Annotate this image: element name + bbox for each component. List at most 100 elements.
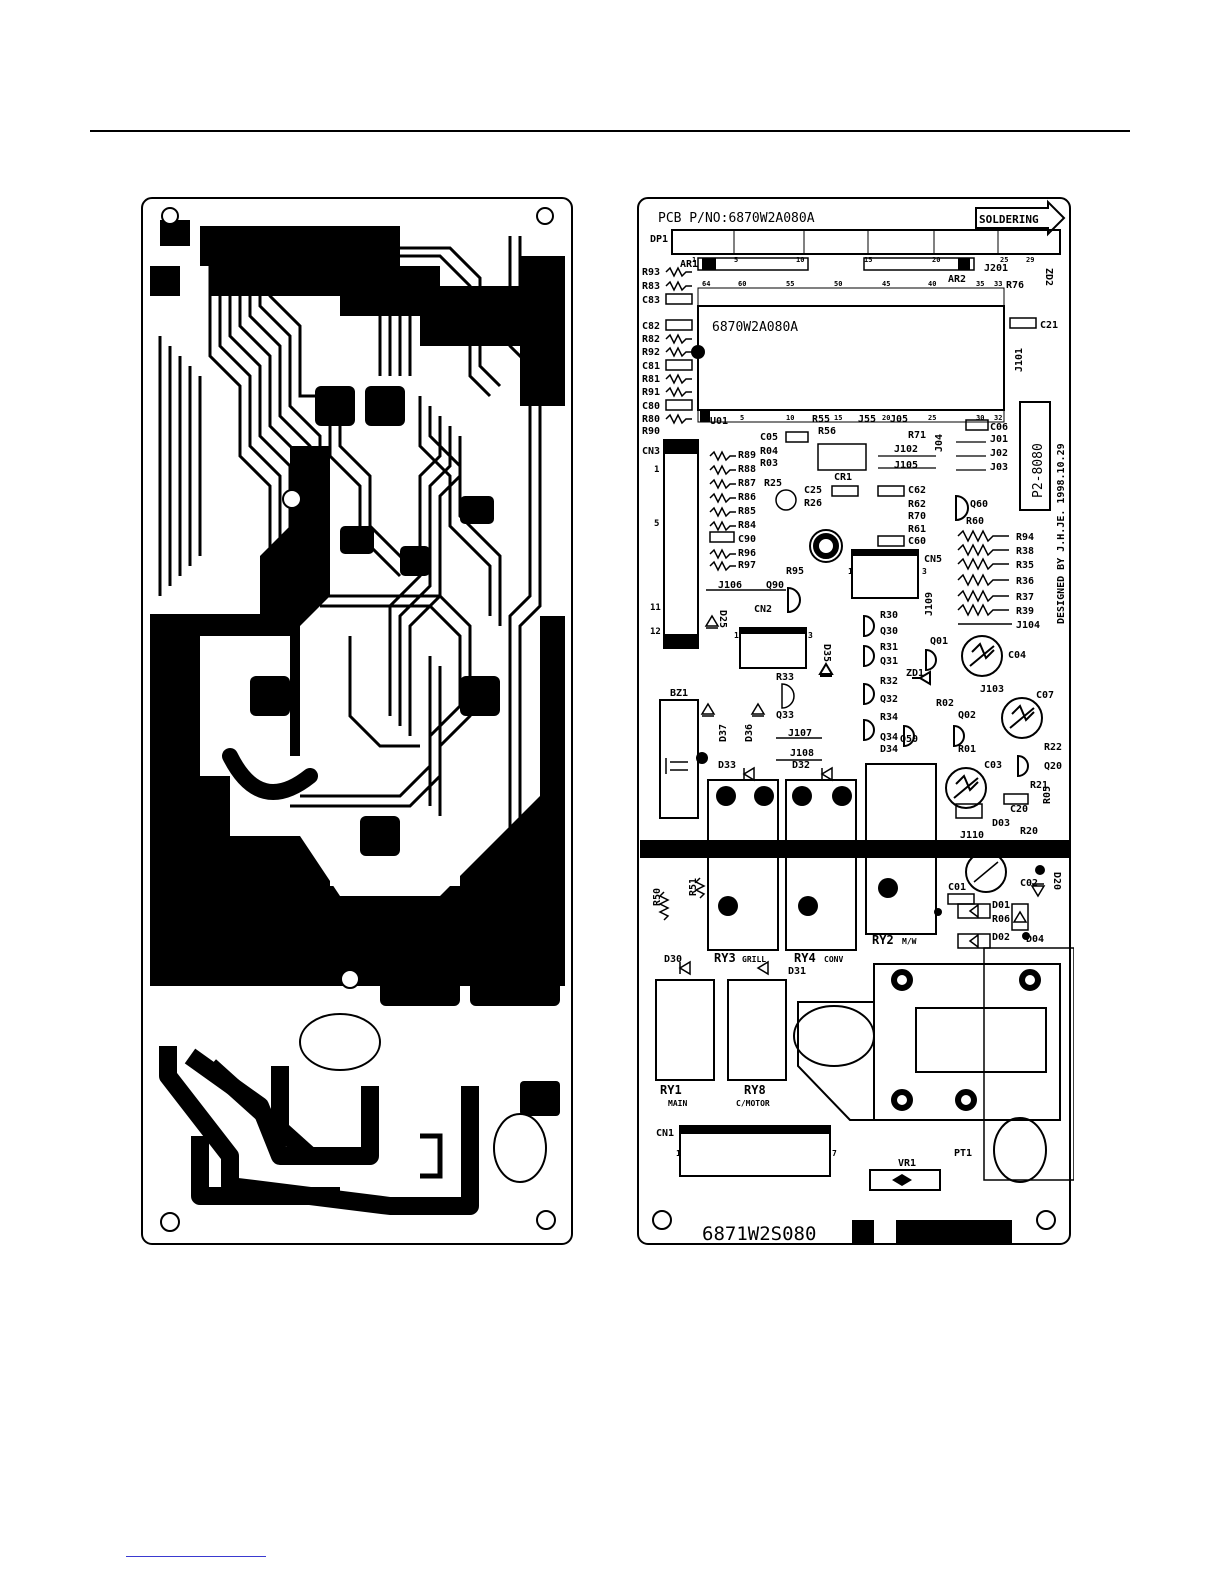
cn5-pin-3: 3: [922, 567, 927, 576]
r89-label: R89: [738, 450, 756, 461]
c83-label: C83: [642, 295, 660, 306]
dp1-label: DP1: [650, 234, 668, 245]
d04-label: D04: [1026, 934, 1044, 945]
chip-pin-bottom-5: 20: [882, 414, 890, 422]
pcb-component-side: PCB P/NO:6870W2A080A SOLDERING DP1 AR1 A…: [636, 196, 1074, 1248]
chip-label: 6870W2A080A: [712, 320, 798, 335]
footer-link-rule: [126, 1556, 266, 1557]
j110-label: J110: [960, 830, 984, 841]
chip-pin-bottom-7: 30: [976, 414, 984, 422]
dp-pin-10: 10: [796, 256, 804, 264]
r85-label: R85: [738, 506, 756, 517]
d25-label: D25: [717, 610, 728, 628]
cn2-pin-1: 1: [734, 631, 739, 640]
r93-label: R93: [642, 267, 660, 278]
r05-label: R05: [1042, 786, 1053, 804]
r61-label: R61: [908, 524, 926, 535]
chip-pin-bottom-8: 32: [994, 414, 1002, 422]
dp-pin-25: 25: [1000, 256, 1008, 264]
c02-label: C02: [1020, 878, 1038, 889]
cn3-pin-12: 12: [650, 627, 661, 637]
q31-label: Q31: [880, 656, 898, 667]
r31-label: R31: [880, 642, 898, 653]
c03-label: C03: [984, 760, 1002, 771]
cn3-label: CN3: [642, 446, 660, 457]
chip-pin-bottom-2: 5: [740, 414, 744, 422]
j107-label: J107: [788, 728, 812, 739]
r02-label: R02: [936, 698, 954, 709]
r94-label: R94: [1016, 532, 1034, 543]
j04-label: J04: [934, 434, 945, 452]
bottom-code-label: 6871W2S080: [702, 1223, 816, 1245]
r25-label: R25: [764, 478, 782, 489]
designed-by-label: DESIGNED BY J.H.JE. 1998.10.29: [1056, 443, 1067, 624]
ry4-label: RY4: [794, 951, 816, 965]
q34-label: Q34: [880, 732, 898, 743]
cn5-pin-1: 1: [848, 567, 853, 576]
cn3-pin-11: 11: [650, 603, 661, 613]
r36-label: R36: [1016, 576, 1034, 587]
conv-label: CONV: [824, 955, 843, 964]
dp-pin-1: 1: [692, 256, 696, 264]
q02-label: Q02: [958, 710, 976, 721]
cr1-label: CR1: [834, 472, 852, 483]
j103-label: J103: [980, 684, 1004, 695]
c01-label: C01: [948, 882, 966, 893]
q33-label: Q33: [776, 710, 794, 721]
chip-pin-bottom-4: 15: [834, 414, 842, 422]
q60-label: Q60: [970, 499, 988, 510]
r88-label: R88: [738, 464, 756, 475]
pt1-label: PT1: [954, 1148, 972, 1159]
chip-pin-top-3: 55: [786, 280, 794, 288]
j108-label: J108: [790, 748, 814, 759]
r60-label: R60: [966, 516, 984, 527]
chip-pin-top-2: 60: [738, 280, 746, 288]
c60-label: C60: [908, 536, 926, 547]
c90-label: C90: [738, 534, 756, 545]
q90-label: Q90: [766, 580, 784, 591]
j104-label: J104: [1016, 620, 1040, 631]
r97-label: R97: [738, 560, 756, 571]
r03-label: R03: [760, 458, 778, 469]
j105-label: J105: [894, 460, 918, 471]
c05-label: C05: [760, 432, 778, 443]
j02-label: J02: [990, 448, 1008, 459]
q32-label: Q32: [880, 694, 898, 705]
main-label: MAIN: [668, 1099, 687, 1108]
r33-label: R33: [776, 672, 794, 683]
d36-label: D36: [744, 724, 755, 742]
r35-label: R35: [1016, 560, 1034, 571]
r01-label: R01: [958, 744, 976, 755]
chip-pin-top-1: 64: [702, 280, 710, 288]
r96-label: R96: [738, 548, 756, 559]
r90-label: R90: [642, 426, 660, 437]
model-code-label: P2-8080: [1031, 443, 1046, 498]
vr1-label: VR1: [898, 1158, 916, 1169]
c07-label: C07: [1036, 690, 1054, 701]
dp-pin-20: 20: [932, 256, 940, 264]
r39-label: R39: [1016, 606, 1034, 617]
ry3-label: RY3: [714, 951, 736, 965]
d34-label: D34: [880, 744, 898, 755]
ry8-label: RY8: [744, 1083, 766, 1097]
d35-label: D35: [821, 644, 832, 662]
cn1-label: CN1: [656, 1128, 674, 1139]
model-code-box: P2-8080: [1019, 401, 1051, 511]
cn2-pin-3: 3: [808, 631, 813, 640]
j201-label: J201: [984, 263, 1008, 274]
r04-label: R04: [760, 446, 778, 457]
r21-label: R21: [1030, 780, 1048, 791]
dp-pin-5: 5: [734, 256, 738, 264]
d37-label: D37: [718, 724, 729, 742]
header-rule: [90, 130, 1130, 132]
r80-label: R80: [642, 414, 660, 425]
r26-label: R26: [804, 498, 822, 509]
r34-label: R34: [880, 712, 898, 723]
q20-label: Q20: [1044, 761, 1062, 772]
zd2-label: ZD2: [1043, 268, 1054, 286]
r83-label: R83: [642, 281, 660, 292]
c80-label: C80: [642, 401, 660, 412]
cn2-label: CN2: [754, 604, 772, 615]
c04-label: C04: [1008, 650, 1026, 661]
chip-pin-bottom-6: 25: [928, 414, 936, 422]
